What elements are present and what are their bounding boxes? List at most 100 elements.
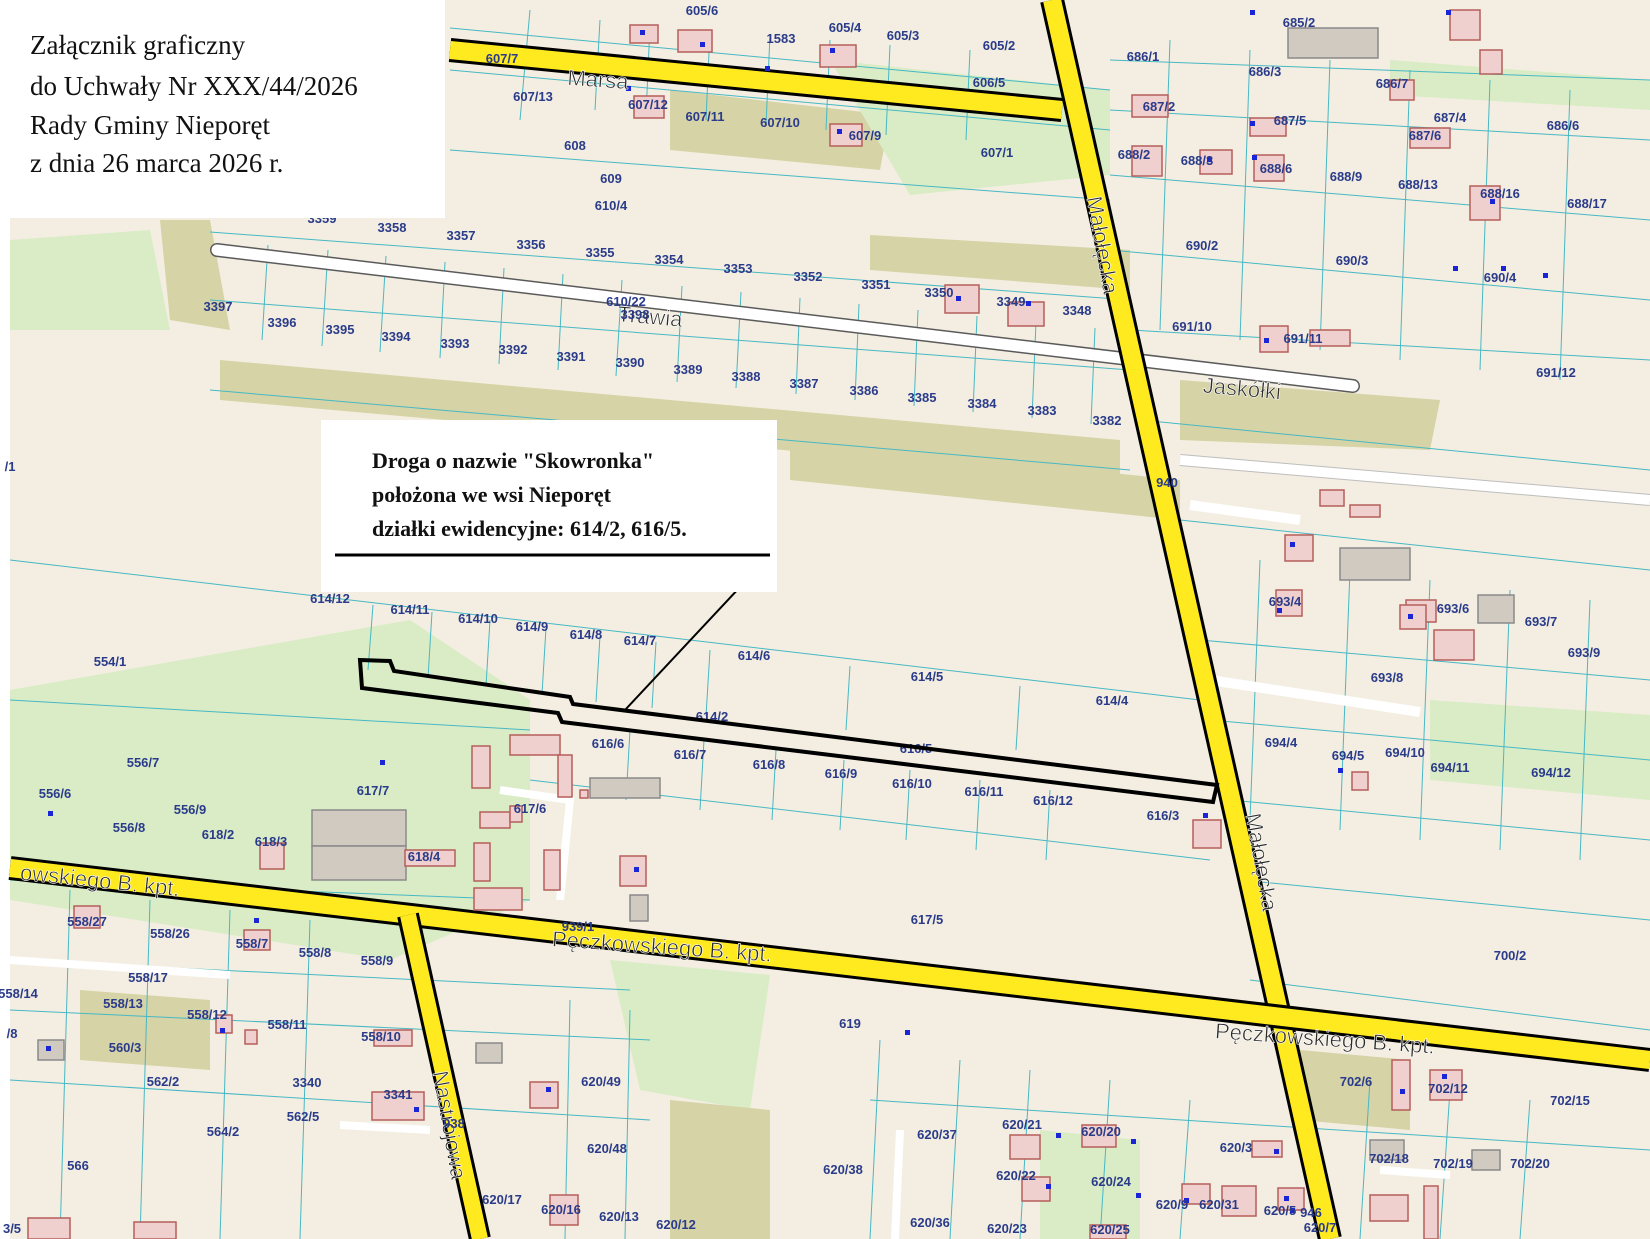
parcel-label: 686/1: [1127, 49, 1160, 64]
minor-streets: [9, 243, 1650, 1239]
olive-area: [1180, 380, 1440, 450]
callout-line-2: położona we wsi Nieporęt: [372, 482, 611, 507]
parcel-label: 3384: [968, 396, 998, 411]
main-roads: [8, 0, 1650, 1239]
parcel-label: 620/23: [987, 1221, 1027, 1236]
parcel-label: 691/10: [1172, 319, 1212, 334]
parcel-label: 620/21: [1002, 1117, 1042, 1132]
skowronka-road-outline[interactable]: [357, 657, 1220, 805]
parcel-label: 620/20: [1081, 1124, 1121, 1139]
parcel-label: 616/11: [964, 784, 1003, 799]
parcel-label: 614/11: [390, 602, 429, 617]
parcel-label: 693/4: [1269, 594, 1302, 609]
parcel-label: 558/9: [361, 953, 394, 968]
title-line-1: Załącznik graficzny: [30, 30, 246, 60]
parcel-label: 938: [443, 1116, 465, 1131]
parcel-label: 607/10: [760, 115, 800, 130]
parcel-label: 560/3: [109, 1040, 142, 1055]
parcel-label: 702/12: [1428, 1081, 1468, 1096]
parcel-label: 687/4: [1434, 110, 1467, 125]
parcel-label: 702/6: [1340, 1074, 1373, 1089]
olive-area: [670, 1100, 770, 1239]
olive-area: [870, 235, 1130, 290]
parcel-label: 617/6: [514, 801, 547, 816]
parcel-label: 690/3: [1336, 253, 1369, 268]
parcel-label: 3348: [1063, 303, 1092, 318]
parcel-label: 939/1: [562, 919, 595, 934]
parcel-label: 620/25: [1090, 1222, 1130, 1237]
parcel-label: 616/10: [892, 776, 932, 791]
parcel-label: 564/2: [207, 1124, 240, 1139]
parcel-label: 620/38: [823, 1162, 863, 1177]
parcel-label: 616/8: [753, 757, 786, 772]
parcel-label: 694/11: [1430, 760, 1469, 775]
olive-area: [670, 90, 890, 170]
street-label: Marsa: [567, 65, 630, 94]
parcel-label: 3388: [732, 369, 761, 384]
title-line-2: do Uchwały Nr XXX/44/2026: [30, 71, 358, 101]
parcel-label: 3394: [382, 329, 412, 344]
parcel-label: 687/2: [1143, 99, 1176, 114]
parcel-label: 691/11: [1283, 331, 1322, 346]
parcel-label: 607/1: [981, 145, 1014, 160]
parcel-label: 3/5: [3, 1221, 21, 1236]
parcel-label: 614/6: [738, 648, 771, 663]
parcel-label: 558/11: [267, 1017, 306, 1032]
parcel-labels: 1583605/4605/3605/2685/2607/7607/13607/1…: [0, 3, 1607, 1237]
parcel-label: 686/7: [1376, 76, 1409, 91]
parcel-label: 618/2: [202, 827, 235, 842]
parcel-label: 702/18: [1369, 1151, 1409, 1166]
parcel-label: 694/10: [1385, 745, 1425, 760]
street-label: Trawia: [616, 301, 684, 332]
parcel-label: 610/4: [595, 198, 628, 213]
parcel-label: 558/8: [299, 945, 332, 960]
parcel-label: 558/17: [128, 970, 168, 985]
green-area: [610, 960, 770, 1110]
parcel-label: 3398: [621, 307, 650, 322]
parcel-label: 610/22: [606, 294, 646, 309]
parcel-label: 562/5: [287, 1109, 320, 1124]
parcel-label: /1: [5, 459, 16, 474]
parcel-label: 566: [67, 1158, 89, 1173]
parcel-label: 687/6: [1409, 128, 1442, 143]
parcel-label: 3391: [557, 349, 586, 364]
parcel-label: 614/9: [516, 619, 549, 634]
parcel-label: 620/5: [1264, 1203, 1297, 1218]
parcel-label: 558/26: [150, 926, 190, 941]
parcel-label: 686/6: [1547, 118, 1580, 133]
buildings: [27, 9, 1515, 1239]
parcel-label: 940: [1156, 475, 1178, 490]
parcel-label: 3350: [925, 285, 954, 300]
parcel-label: 687/5: [1274, 113, 1307, 128]
olive-area: [1300, 1050, 1410, 1130]
parcel-label: 558/14: [0, 986, 39, 1001]
parcel-label: 688/16: [1480, 186, 1520, 201]
parcel-label: 3349: [997, 294, 1026, 309]
parcel-label: 618/4: [408, 849, 441, 864]
parcel-label: 3385: [908, 390, 937, 405]
parcel-label: 690/4: [1484, 270, 1517, 285]
parcel-label: 688/17: [1567, 196, 1607, 211]
parcel-label: 3351: [862, 277, 891, 292]
parcel-label: 620/36: [910, 1215, 950, 1230]
parcel-label: 605/6: [686, 3, 719, 18]
parcel-label: 620/9: [1156, 1197, 1189, 1212]
parcel-label: 3393: [441, 336, 470, 351]
parcel-label: 605/4: [829, 20, 862, 35]
parcel-label: 3357: [447, 228, 476, 243]
parcel-label: 606/5: [973, 75, 1006, 90]
parcel-label: 3387: [790, 376, 819, 391]
parcel-label: 614/8: [570, 627, 603, 642]
green-area: [10, 230, 170, 330]
parcel-label: 3356: [517, 237, 546, 252]
parcel-label: 607/7: [486, 51, 519, 66]
parcel-label: 3358: [378, 220, 407, 235]
parcel-label: 554/1: [94, 654, 127, 669]
parcel-label: 688/3: [1181, 153, 1214, 168]
parcel-label: 3352: [794, 269, 823, 284]
parcel-label: 1583: [767, 31, 796, 46]
parcel-label: 688/13: [1398, 177, 1438, 192]
parcel-label: 614/12: [310, 591, 350, 606]
